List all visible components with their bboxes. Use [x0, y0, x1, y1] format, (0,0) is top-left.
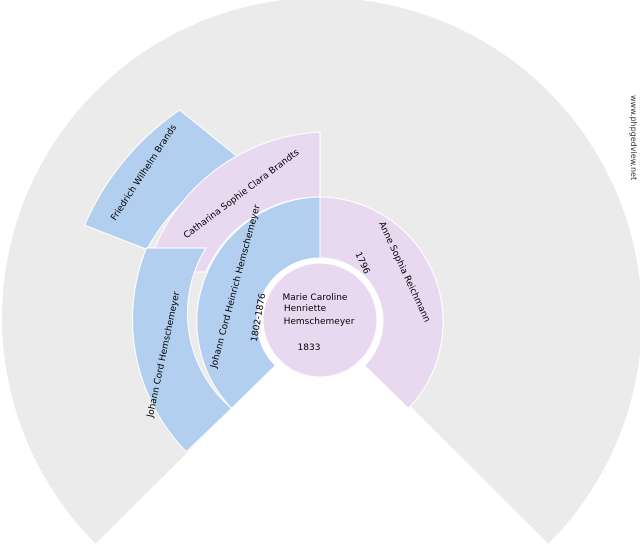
segment-johann-cord-heinrich-hemschemeyer[interactable]: [196, 196, 321, 410]
root-name-line-2: Henriette: [284, 304, 327, 314]
segment-anne-sophia-reichmann[interactable]: [319, 196, 444, 410]
root-year: 1833: [298, 343, 321, 353]
credit-text[interactable]: www.phpgedview.net: [629, 95, 638, 181]
root-name-line-1: Marie Caroline: [283, 293, 348, 303]
segment-johann-cord-hemschemeyer[interactable]: [132, 247, 233, 453]
segment-catharina-sophie-clara-brandts[interactable]: [145, 131, 321, 273]
root-name-line-3: Hemschemeyer: [284, 317, 355, 327]
root-person-circle[interactable]: [262, 262, 378, 378]
